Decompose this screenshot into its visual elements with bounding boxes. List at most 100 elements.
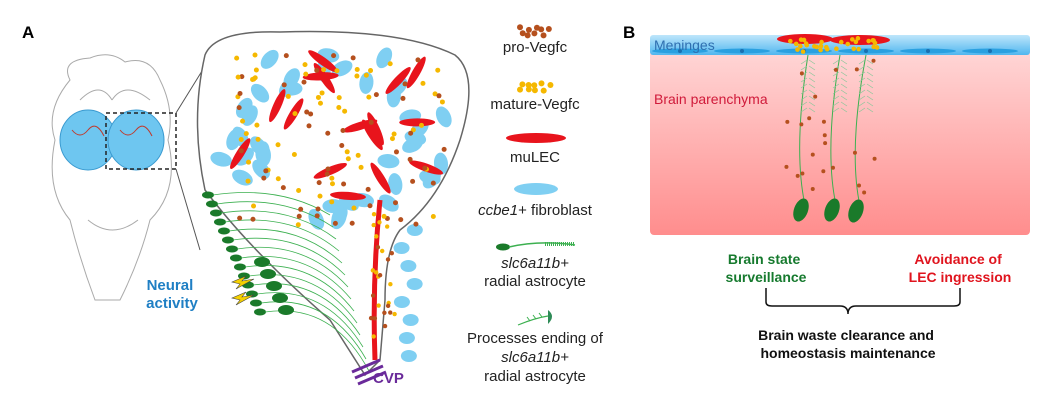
fibroblast	[393, 296, 410, 308]
vegfc-dot	[374, 234, 379, 239]
vegfc-dot	[388, 282, 393, 287]
vegfc-dot	[342, 108, 348, 114]
astrocyte-soma	[793, 198, 809, 222]
vegfc-dot	[432, 91, 438, 97]
mature-vegfc-dot	[824, 46, 830, 52]
mulec	[399, 118, 436, 127]
astrocyte-soma	[234, 263, 246, 271]
vegfc-dot	[345, 156, 351, 162]
vegfc-dot	[391, 131, 397, 137]
legend-processes-line1: Processes ending of	[467, 330, 604, 347]
mature-vegfc-dot	[531, 82, 538, 89]
vegfc-dot	[420, 80, 426, 86]
conclusion-label: Brain waste clearance and homeostasis ma…	[758, 327, 938, 361]
vegfc-dot	[324, 171, 330, 177]
surveillance-line2: surveillance	[726, 269, 807, 285]
fibroblast	[402, 314, 419, 326]
legend-astrocyte-gene: slc6a11b+	[501, 255, 569, 272]
vegfc-dot	[377, 220, 382, 225]
astrocyte-soma	[260, 269, 276, 279]
astrocyte-soma	[214, 218, 226, 226]
process-branch	[800, 83, 816, 89]
legend-fibroblast: ccbe1+ fibroblast	[478, 202, 593, 219]
mature-vegfc-dot	[874, 45, 880, 50]
vegfc-dot	[321, 67, 327, 73]
astrocyte-soma	[202, 191, 214, 199]
mature-vegfc-dot	[814, 44, 820, 50]
pro-vegfc-icon	[517, 24, 552, 39]
vegfc-dot	[376, 303, 381, 308]
astrocyte-soma	[218, 227, 230, 235]
vegfc-dot	[408, 130, 414, 136]
mature-vegfc-dot	[871, 38, 876, 43]
process-branch	[858, 101, 874, 107]
vegfc-dot	[373, 270, 379, 275]
vegfc-dot	[296, 187, 302, 193]
neural-activity-label: Neural activity	[146, 277, 198, 312]
pro-vegfc-dot	[810, 187, 815, 192]
vegfc-dot	[372, 316, 378, 321]
vegfc-dot	[238, 136, 244, 142]
fibroblast	[393, 242, 410, 254]
vegfc-dot	[301, 79, 307, 85]
mulec-b-2	[830, 35, 890, 45]
vegfc-dot	[317, 193, 323, 199]
astrocyte-soma	[266, 281, 282, 291]
vegfc-dot	[344, 149, 350, 155]
vegfc-dots-a	[234, 52, 447, 339]
mature-vegfc-dot	[818, 43, 824, 49]
fibroblast	[422, 169, 441, 189]
vegfc-dots-b	[784, 36, 880, 195]
astrocyte-process	[236, 246, 349, 288]
pro-vegfc-dot	[540, 32, 547, 39]
astrocyte-soma	[254, 257, 270, 267]
panel-label-a: A	[22, 23, 34, 42]
lightning-icon	[231, 275, 255, 306]
vegfc-dot	[250, 216, 256, 222]
meningeal-nucleus	[988, 49, 992, 53]
mulec	[308, 50, 338, 73]
neural-activity-line2: activity	[146, 295, 198, 312]
mulec	[269, 89, 286, 123]
mature-vegfc-dot	[850, 37, 855, 42]
pro-vegfc-dot	[862, 190, 867, 195]
vegfc-dot	[366, 94, 372, 100]
vegfc-dot	[240, 118, 246, 124]
vegfc-dot	[246, 159, 252, 165]
meningeal-nucleus	[678, 49, 682, 53]
mature-vegfc-dot	[853, 39, 859, 45]
mature-vegfc-dot	[531, 87, 538, 94]
vegfc-dot	[387, 61, 393, 67]
zoom-region-box	[105, 112, 177, 170]
vegfc-dot	[285, 93, 291, 99]
vegfc-dot	[402, 81, 408, 87]
vegfc-dot	[385, 257, 391, 262]
pro-vegfc-dot	[872, 156, 877, 161]
astrocyte-soma	[824, 198, 840, 222]
process-branch	[858, 107, 874, 113]
process-branch	[832, 101, 848, 107]
astrocyte-soma	[250, 299, 262, 307]
vegfc-dot	[308, 111, 314, 117]
fibroblast	[379, 194, 399, 212]
mature-vegfc-dot	[845, 41, 851, 47]
vegfc-dot	[365, 186, 371, 192]
fibroblast	[210, 151, 232, 167]
pro-vegfc-dot	[517, 24, 524, 31]
vegfc-dot	[381, 213, 387, 219]
fibroblast	[406, 278, 423, 290]
fibroblast	[249, 136, 268, 156]
process-branch	[800, 65, 816, 71]
fibroblast	[400, 260, 417, 272]
vegfc-dot	[392, 200, 398, 206]
vegfc-dot	[314, 67, 320, 73]
process-branch	[858, 83, 874, 89]
vegfc-dot	[291, 152, 297, 158]
avoidance-line1: Avoidance of	[914, 251, 1002, 267]
vegfc-dot	[243, 131, 249, 137]
process-branch	[858, 71, 874, 77]
vegfc-dot	[380, 248, 385, 254]
meninges-label: Meninges	[654, 37, 715, 53]
pro-vegfc-dot	[852, 150, 857, 155]
